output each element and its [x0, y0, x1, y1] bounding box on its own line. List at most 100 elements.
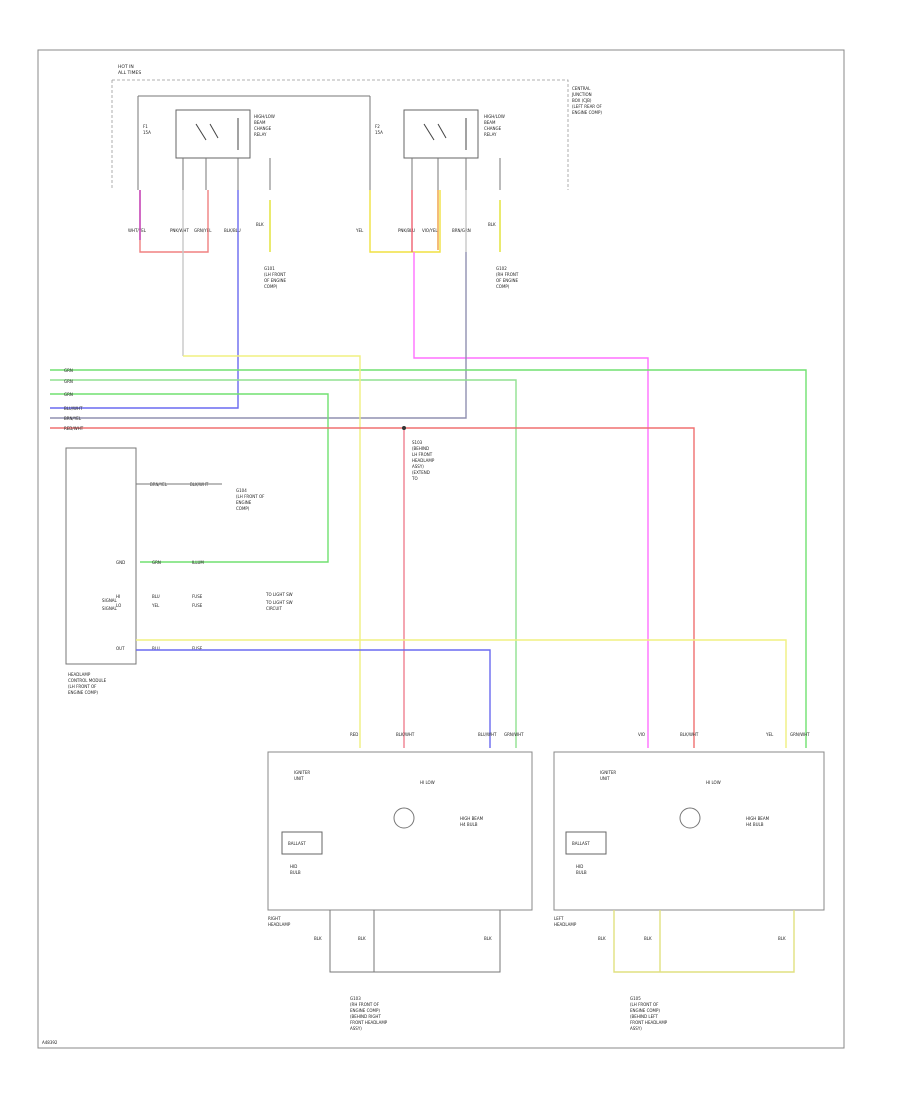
- right-ground-label: G102 (RH FRONT OF ENGINE COMP): [496, 266, 520, 289]
- igniter-line: UNIT: [294, 776, 304, 781]
- hot-label-line: ALL TIMES: [118, 70, 141, 76]
- wire-label: BRN/GRN: [452, 228, 471, 233]
- right-relay-title-line: RELAY: [484, 132, 497, 137]
- wire-label: BLK: [488, 222, 496, 227]
- wire-grey-to-bus: [50, 252, 467, 419]
- left-relay-title-line: BEAM: [254, 120, 266, 125]
- lamp-label: HIGH BEAM: [460, 816, 484, 821]
- lamp-label: BULB: [290, 870, 301, 875]
- wire-label: BLK/WHT: [396, 732, 415, 737]
- module-name: HEADLAMP CONTROL MODULE (LH FRONT OF ENG…: [68, 672, 107, 695]
- right-headlamp: RED BLK/WHT BLU/WHT GRN/WHT IGNITER UNIT…: [267, 732, 533, 1031]
- wire-label: GRN/WHT: [790, 732, 810, 737]
- top-power-section: HOT IN ALL TIMES CENTRAL JUNCTION BOX (C…: [111, 64, 603, 289]
- splice-label-line: (BEHIND: [412, 446, 429, 451]
- left-fuse-label-line: F1: [143, 124, 148, 129]
- right-relay-title-line: CHANGE: [484, 126, 502, 131]
- fuse-box-label-line: BOX (CJB): [572, 98, 592, 103]
- module-side-labels: SIGNAL SIGNAL: [102, 598, 118, 611]
- ground-line: (BEHIND LEFT: [630, 1014, 658, 1019]
- left-relay: F1 15A HIGH/LOW BEAM CHANGE RELAY WHT/YE…: [128, 109, 287, 289]
- left-relay-title-line: CHANGE: [254, 126, 272, 131]
- right-fuse-label: F2 15A: [375, 124, 383, 135]
- right-ground-wires: [329, 910, 501, 973]
- fuse-box-outline: [111, 79, 569, 190]
- module-name-line: ENGINE COMP): [68, 690, 98, 695]
- right-relay: F2 15A HIGH/LOW BEAM CHANGE RELAY YEL PN…: [355, 109, 520, 289]
- ground-line: FRONT HEADLAMP: [630, 1020, 668, 1025]
- module-wire: GRN: [152, 560, 161, 565]
- splice-dot: [402, 426, 406, 430]
- module-side-label: SIGNAL: [102, 606, 118, 611]
- right-relay-wire-labels: YEL PNK/BLU VIO/YEL BRN/GRN BLK: [355, 222, 496, 233]
- headlamp-control-module: HEADLAMP CONTROL MODULE (LH FRONT OF ENG…: [65, 447, 787, 748]
- lamp-label: HI LOW: [706, 780, 721, 785]
- right-headlamp-box: [267, 751, 533, 911]
- bus-label: RED/WHT: [64, 426, 84, 431]
- left-ground-label-line: OF ENGINE: [264, 278, 287, 283]
- ground-line: G105: [630, 996, 641, 1001]
- ground-line: (RH FRONT OF: [350, 1002, 380, 1007]
- module-right-label-line: TO LIGHT SW: [265, 592, 293, 597]
- wire-blue: [50, 190, 239, 409]
- module-rows: GND GRN ILLUM HI BLU FUSE LO YEL FUSE OU…: [116, 560, 205, 651]
- module-ground-label: G104 (LH FRONT OF ENGINE COMP): [236, 488, 266, 511]
- right-fuse-label-line: 15A: [375, 130, 383, 135]
- lamp-label: HID: [290, 864, 297, 869]
- left-bulb-icon: [679, 807, 701, 829]
- right-relay-switch: [437, 123, 447, 139]
- fuse-box-label-line: (LEFT REAR OF: [572, 104, 603, 109]
- lamp-label: H4 BULB: [746, 822, 764, 827]
- splice-label: S103 (BEHIND LH FRONT HEADLAMP ASSY) (EX…: [411, 440, 436, 481]
- left-lamp-labels: HI LOW HIGH BEAM H4 BULB HID BULB: [576, 780, 770, 875]
- module-wire: BLU: [152, 646, 160, 651]
- ground-line: FRONT HEADLAMP: [350, 1020, 388, 1025]
- right-ballast-box: [281, 831, 323, 855]
- footer-code: A48392: [42, 1040, 58, 1045]
- module-ground-label-line: G104: [236, 488, 247, 493]
- ground-line: G103: [350, 996, 361, 1001]
- diagram-frame: [37, 49, 845, 1049]
- module-pin: HI: [116, 594, 120, 599]
- wire-label: BLK: [598, 936, 606, 941]
- wire-label: BLK: [358, 936, 366, 941]
- right-bottom-wires: BLK BLK BLK: [314, 936, 492, 941]
- module-name-line: CONTROL MODULE: [68, 678, 107, 683]
- module-name-line: HEADLAMP: [68, 672, 91, 677]
- wire-label: VIO: [638, 732, 645, 737]
- left-headlamp-name: LEFT HEADLAMP: [554, 916, 577, 927]
- left-ground-label-line: G101: [264, 266, 275, 271]
- right-ground-label-line: OF ENGINE: [496, 278, 519, 283]
- igniter-line: UNIT: [600, 776, 610, 781]
- lamp-name-line: HEADLAMP: [268, 922, 291, 927]
- wire-label: GRN/WHT: [504, 732, 524, 737]
- wire-label: RED: [350, 732, 358, 737]
- igniter-line: IGNITER: [294, 770, 310, 775]
- wire-label: BLU/WHT: [478, 732, 497, 737]
- left-relay-switch: [195, 123, 207, 141]
- right-ground-label-line: G102: [496, 266, 507, 271]
- ground-line: ASSY): [350, 1026, 362, 1031]
- left-headlamp-top-wires: VIO BLK/WHT YEL GRN/WHT: [638, 732, 810, 737]
- left-headlamp: VIO BLK/WHT YEL GRN/WHT IGNITER UNIT BAL…: [553, 732, 825, 1031]
- right-ground-label-line: COMP): [496, 284, 510, 289]
- lamp-label: HID: [576, 864, 583, 869]
- bus-label: GRN: [64, 379, 73, 384]
- module-ground-label-line: ENGINE: [236, 500, 252, 505]
- splice-label-line: S103: [412, 440, 423, 445]
- bus-label: BLU/WHT: [64, 406, 83, 411]
- wire-label: YEL: [765, 732, 774, 737]
- bus-labels: GRN GRN GRN BLU/WHT BRN/YEL RED/WHT: [64, 368, 84, 431]
- right-fuse-label-line: F2: [375, 124, 380, 129]
- relay-output-wires: [50, 190, 649, 748]
- splice-label-line: LH FRONT: [412, 452, 433, 457]
- module-pin: GND: [116, 560, 125, 565]
- bus-red: [50, 427, 695, 748]
- left-fuse-label: F1 15A: [143, 124, 151, 135]
- left-ground-label-line: COMP): [264, 284, 278, 289]
- left-ground-label-line: (LH FRONT: [264, 272, 286, 277]
- hot-label: HOT IN ALL TIMES: [118, 64, 141, 76]
- right-ballast-label: BALLAST: [288, 841, 306, 846]
- ground-line: ENGINE COMP): [630, 1008, 660, 1013]
- module-pin: LO: [116, 603, 121, 608]
